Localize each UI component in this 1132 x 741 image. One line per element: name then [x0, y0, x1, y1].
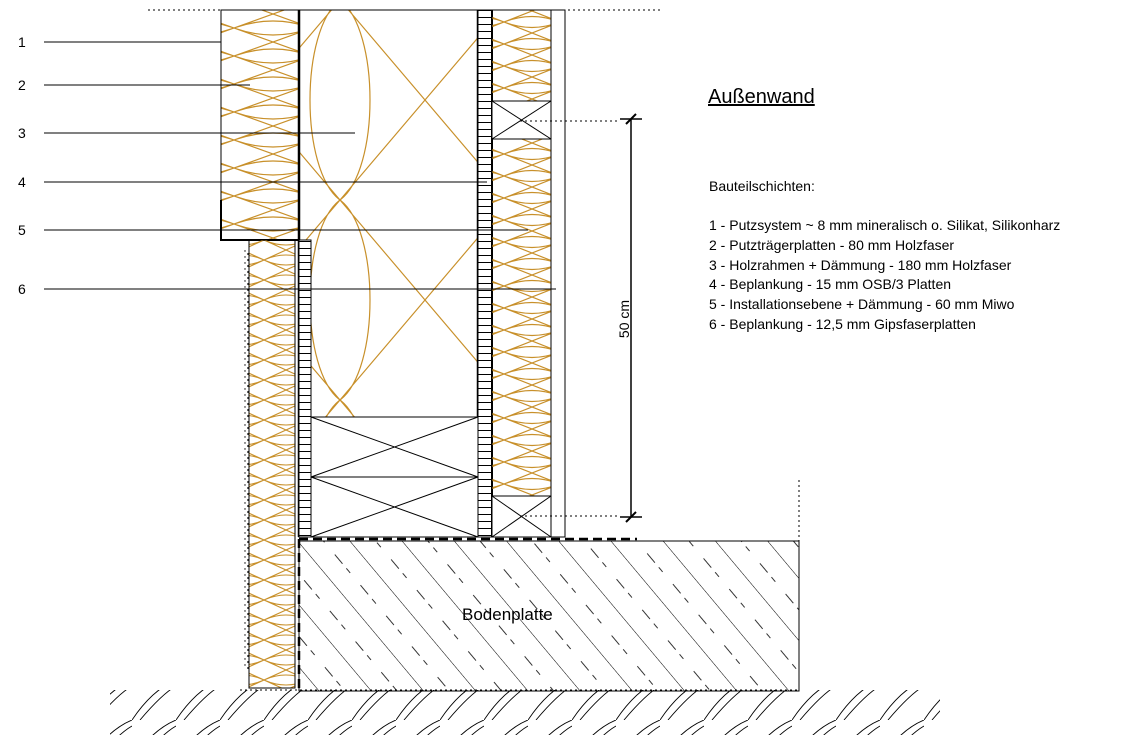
legend-heading: Bauteilschichten: [709, 178, 815, 194]
floor-slab-label: Bodenplatte [462, 605, 553, 624]
legend-item-2: 2 - Putzträgerplatten - 80 mm Holzfaser [709, 236, 955, 253]
legend-item-1: 1 - Putzsystem ~ 8 mm mineralisch o. Sil… [709, 217, 1061, 233]
plaster-stipple [244, 250, 249, 670]
legend-item-4: 4 - Beplankung - 15 mm OSB/3 Platten [709, 276, 952, 293]
layer-number-4: 4 [18, 174, 26, 190]
layer-number-3: 3 [18, 125, 26, 141]
layer-3-timber-frame-insulation [297, 9, 480, 538]
legend-item-3: 3 - Holzrahmen + Dämmung - 180 mm Holzfa… [709, 256, 1012, 273]
layer-2-wood-fiber-board [220, 9, 300, 241]
legend-item-6: 6 - Beplankung - 12,5 mm Gipsfaserplatte… [709, 315, 976, 332]
legend-item-5: 5 - Installationsebene + Dämmung - 60 mm… [709, 296, 1015, 313]
dimension-label: 50 cm [616, 299, 632, 339]
floor-slab-drawing [297, 480, 800, 692]
layer-legend: 1 - Putzsystem ~ 8 mm mineralisch o. Sil… [709, 216, 1060, 335]
dimension-line-50cm [520, 113, 642, 523]
layer-5-installation-insulation [491, 9, 552, 538]
layer-4-osb-board [477, 9, 493, 538]
layer-leader-lines [44, 41, 556, 290]
layer-number-1: 1 [18, 34, 26, 50]
layer-2-wood-fiber-board-base [244, 239, 296, 689]
layer-6-gypsum-fiber-board [550, 9, 566, 538]
layer-number-6: 6 [18, 281, 26, 297]
drawing-title: Außenwand [708, 86, 815, 108]
ground-soil-hatch [110, 689, 940, 735]
layer-number-5: 5 [18, 222, 26, 238]
layer-number-2: 2 [18, 77, 26, 93]
